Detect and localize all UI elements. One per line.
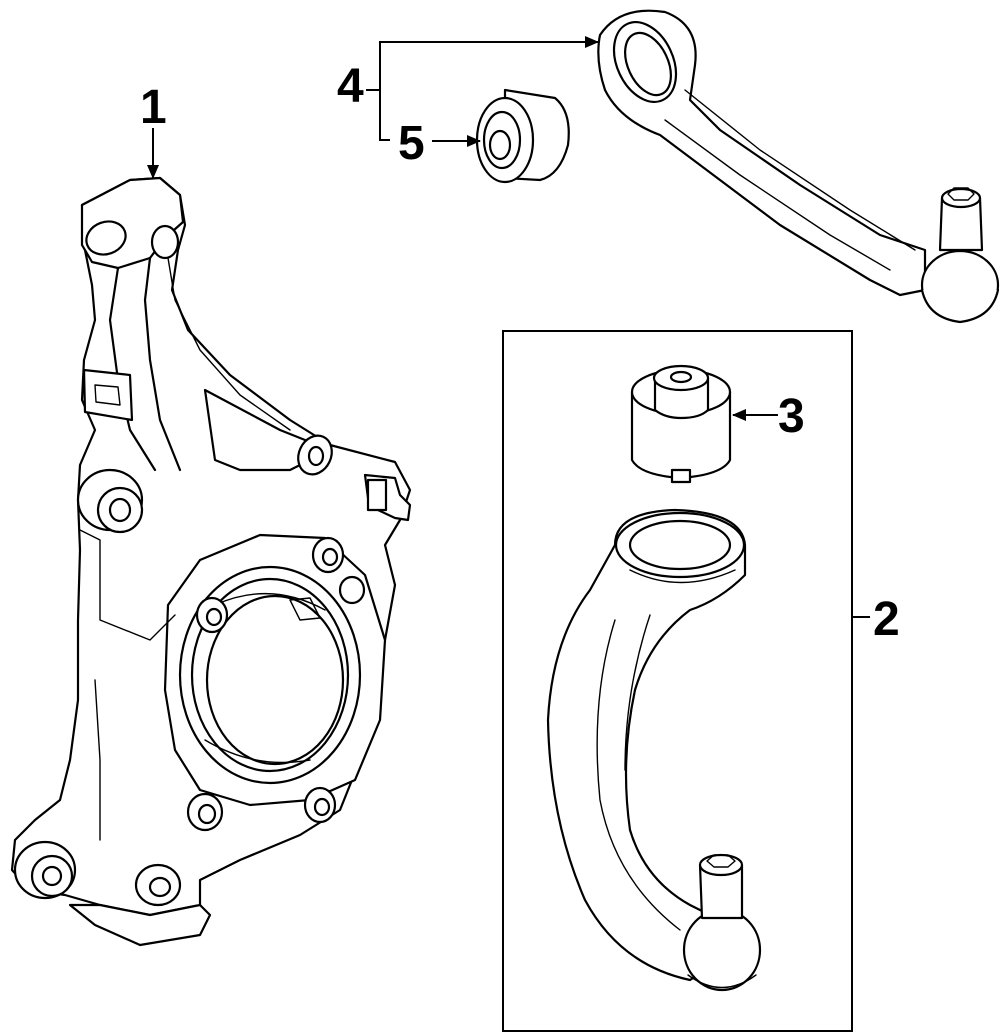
control-arm-bushing[interactable]	[630, 364, 732, 484]
leader-lines	[147, 36, 870, 618]
callout-5: 5	[398, 117, 425, 170]
callout-3: 3	[778, 390, 805, 443]
callout-1: 1	[140, 81, 167, 134]
callout-2: 2	[873, 593, 900, 646]
upper-control-arm[interactable]	[597, 9, 1000, 324]
steering-knuckle[interactable]	[10, 176, 412, 947]
lower-control-arm[interactable]	[546, 508, 762, 992]
part-2-group-box	[502, 330, 853, 1032]
upper-arm-bushing[interactable]	[475, 88, 570, 184]
callout-4: 4	[337, 60, 364, 113]
